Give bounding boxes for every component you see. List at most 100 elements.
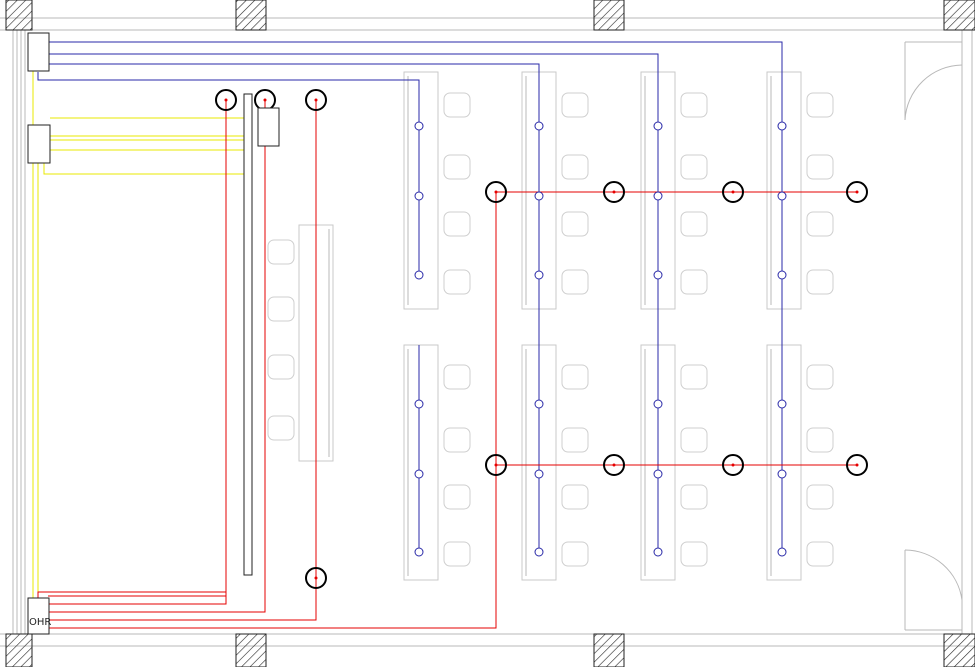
chair <box>806 364 834 390</box>
data-panel[interactable] <box>27 32 50 72</box>
power-outlet-icon[interactable] <box>722 454 744 476</box>
power-outlet-icon[interactable] <box>846 454 868 476</box>
power-outlet-icon[interactable] <box>722 181 744 203</box>
column <box>593 0 625 31</box>
data-outlet-icon[interactable] <box>777 469 787 479</box>
data-outlet-icon[interactable] <box>653 191 663 201</box>
audio-wiring <box>32 60 244 600</box>
data-outlet-icon[interactable] <box>534 191 544 201</box>
data-outlet-icon[interactable] <box>777 121 787 131</box>
chair <box>561 269 589 295</box>
data-outlet-icon[interactable] <box>777 191 787 201</box>
data-outlet-icon[interactable] <box>653 270 663 280</box>
column <box>235 0 267 31</box>
power-outlet-dots <box>224 98 859 580</box>
power-outlet-icon[interactable] <box>215 89 237 111</box>
chair <box>680 541 708 567</box>
data-outlet-icon[interactable] <box>534 469 544 479</box>
chair <box>561 364 589 390</box>
chair <box>680 484 708 510</box>
data-outlet-icon[interactable] <box>414 399 424 409</box>
chair <box>561 92 589 118</box>
chair <box>680 92 708 118</box>
data-outlet-icon[interactable] <box>534 270 544 280</box>
chair <box>680 269 708 295</box>
data-outlet-icon[interactable] <box>777 399 787 409</box>
desk <box>766 71 802 310</box>
desk <box>403 344 439 581</box>
chair <box>267 354 295 380</box>
chair <box>561 541 589 567</box>
column <box>235 633 267 667</box>
walls <box>0 17 975 647</box>
column <box>943 0 975 31</box>
chair <box>806 269 834 295</box>
data-outlet-icon[interactable] <box>534 121 544 131</box>
ohr-label: OHR <box>29 617 51 628</box>
chair <box>680 211 708 237</box>
chair <box>806 154 834 180</box>
column <box>5 633 33 667</box>
data-outlet-icon[interactable] <box>414 270 424 280</box>
chair <box>561 484 589 510</box>
ohr-panel[interactable] <box>27 597 50 635</box>
data-wiring <box>37 41 783 552</box>
chair <box>443 484 471 510</box>
power-outlet-icon[interactable] <box>846 181 868 203</box>
data-outlets <box>414 121 787 557</box>
data-outlet-icon[interactable] <box>534 547 544 557</box>
chair <box>267 239 295 265</box>
column <box>593 633 625 667</box>
chair <box>443 269 471 295</box>
whiteboard <box>243 93 253 576</box>
chair <box>443 211 471 237</box>
data-outlet-icon[interactable] <box>777 270 787 280</box>
data-outlet-icon[interactable] <box>653 399 663 409</box>
data-outlet-icon[interactable] <box>777 547 787 557</box>
power-outlet-icon[interactable] <box>305 567 327 589</box>
projector-box <box>257 107 280 147</box>
data-outlet-icon[interactable] <box>653 121 663 131</box>
chair <box>806 211 834 237</box>
data-outlet-icon[interactable] <box>414 547 424 557</box>
chair <box>443 427 471 453</box>
structural-columns <box>5 0 975 667</box>
column <box>943 633 975 667</box>
data-outlet-icon[interactable] <box>653 469 663 479</box>
audio-panel[interactable] <box>27 124 51 164</box>
chair <box>443 364 471 390</box>
chair <box>267 296 295 322</box>
desk <box>403 71 439 310</box>
column <box>5 0 33 31</box>
chair <box>267 415 295 441</box>
power-outlet-icon[interactable] <box>485 181 507 203</box>
chair <box>561 211 589 237</box>
power-outlet-icon[interactable] <box>485 454 507 476</box>
data-outlet-icon[interactable] <box>414 191 424 201</box>
chair <box>680 154 708 180</box>
desks <box>298 71 802 581</box>
chair <box>806 92 834 118</box>
chair <box>806 427 834 453</box>
data-outlet-icon[interactable] <box>653 547 663 557</box>
power-outlets <box>215 89 868 589</box>
chairs <box>267 92 834 567</box>
chair <box>806 541 834 567</box>
power-wiring <box>37 100 857 629</box>
chair <box>443 92 471 118</box>
chair <box>680 427 708 453</box>
chair <box>806 484 834 510</box>
data-outlet-icon[interactable] <box>414 469 424 479</box>
chair <box>561 427 589 453</box>
chair <box>443 154 471 180</box>
chair <box>443 541 471 567</box>
chair <box>680 364 708 390</box>
power-outlet-icon[interactable] <box>603 181 625 203</box>
data-outlet-icon[interactable] <box>534 399 544 409</box>
data-outlet-icon[interactable] <box>414 121 424 131</box>
power-outlet-icon[interactable] <box>305 89 327 111</box>
power-outlet-icon[interactable] <box>603 454 625 476</box>
chair <box>561 154 589 180</box>
desk <box>766 344 802 581</box>
